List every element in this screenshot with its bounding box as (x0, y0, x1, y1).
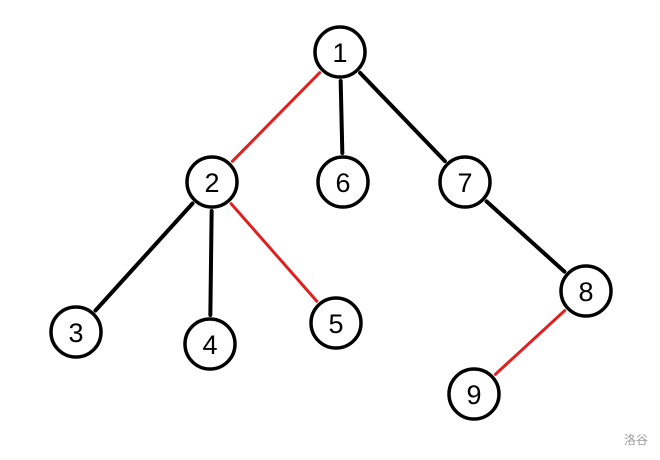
node-circle-8 (559, 264, 613, 318)
tree-node-8: 8 (559, 264, 613, 318)
node-label-8: 8 (578, 277, 593, 307)
node-label-9: 9 (466, 380, 481, 410)
tree-node-1: 1 (313, 25, 367, 79)
node-label-4: 4 (202, 330, 217, 360)
edge-7-8 (484, 199, 567, 274)
node-circle-9 (447, 367, 501, 421)
edge-1-6 (338, 78, 345, 156)
edge-2-5-highlighted (229, 202, 319, 303)
node-circle-7 (438, 155, 492, 209)
node-circle-5 (309, 296, 363, 350)
tree-node-3: 3 (49, 305, 103, 359)
edge-1-7 (358, 70, 447, 164)
tree-node-7: 7 (438, 155, 492, 209)
node-circle-2 (185, 155, 239, 209)
tree-node-5: 5 (309, 296, 363, 350)
node-label-2: 2 (204, 168, 219, 198)
edge-1-2-highlighted (230, 71, 322, 163)
node-circle-1 (313, 25, 367, 79)
node-circle-3 (49, 305, 103, 359)
node-label-6: 6 (335, 168, 350, 198)
node-circle-6 (316, 155, 370, 209)
watermark-text: 洛谷 (624, 432, 648, 447)
tree-node-2: 2 (185, 155, 239, 209)
tree-node-9: 9 (447, 367, 501, 421)
tree-node-4: 4 (183, 317, 237, 371)
edges-layer (93, 70, 567, 376)
tree-node-6: 6 (316, 155, 370, 209)
nodes-layer: 1 2 3 4 5 6 7 8 9 (49, 25, 613, 421)
edge-2-3 (93, 201, 195, 313)
node-circle-4 (183, 317, 237, 371)
edge-8-9-highlighted (493, 309, 567, 376)
node-label-5: 5 (328, 309, 343, 339)
edge-2-4 (208, 208, 214, 318)
node-label-7: 7 (457, 168, 472, 198)
node-label-3: 3 (68, 318, 83, 348)
node-label-1: 1 (332, 38, 347, 68)
